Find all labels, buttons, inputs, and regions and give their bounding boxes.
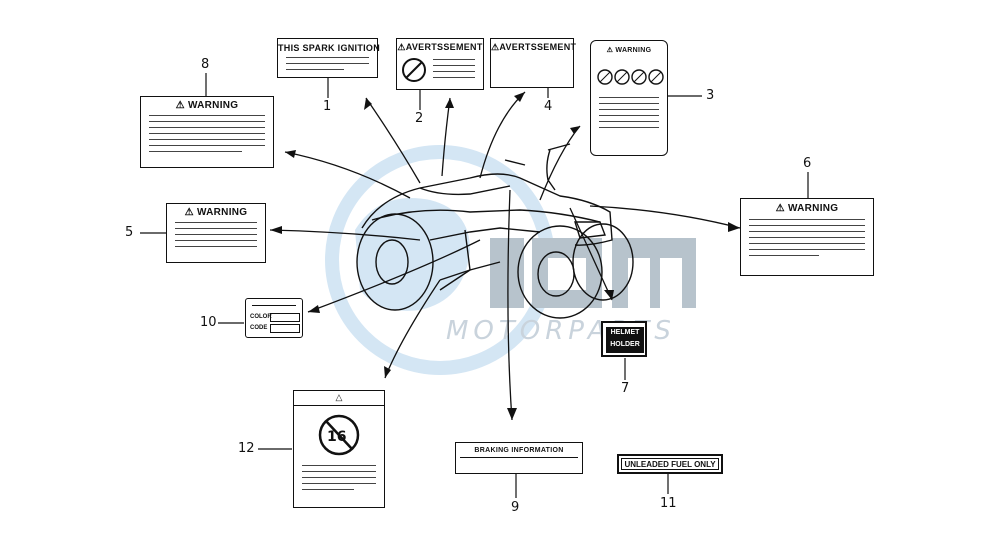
label-warning-6: ⚠ WARNING [740, 198, 874, 276]
label-warning-8: ⚠ WARNING [140, 96, 274, 168]
age-number: 16 [327, 429, 347, 445]
callout-6: 6 [803, 156, 812, 171]
callout-11: 11 [660, 496, 677, 511]
warning-symbols-icon [597, 69, 664, 85]
no-passenger-icon [402, 58, 426, 82]
callout-3: 3 [706, 88, 715, 103]
code-row-label: CODE [250, 325, 268, 331]
label-spark-title: THIS SPARK IGNITION [278, 43, 381, 53]
callout-8: 8 [201, 57, 210, 72]
callout-4: 4 [544, 99, 553, 114]
label-warn3-title: ⚠ WARNING [606, 47, 652, 54]
label-warning-5: ⚠ WARNING [166, 203, 266, 263]
callout-5: 5 [125, 225, 134, 240]
callout-12: 12 [238, 441, 255, 456]
label-spark-ignition: THIS SPARK IGNITION [277, 38, 381, 78]
label-age-warning: △ 16 [293, 390, 385, 508]
label-avertissement-symbol: ⚠AVERTSSEMENT [396, 38, 484, 90]
label-warn8-title: ⚠ WARNING [175, 100, 239, 111]
age-warning-triangle: △ [335, 392, 343, 402]
label-fuel-text: UNLEADED FUEL ONLY [621, 458, 719, 470]
callout-10: 10 [200, 315, 217, 330]
label-warning-icons: ⚠ WARNING [590, 40, 668, 156]
age-limit-icon [318, 414, 360, 456]
label-color-code: COLOR CODE [245, 298, 303, 338]
label-avertissement: ⚠AVERTSSEMENT [490, 38, 577, 88]
label-warn6-title: ⚠ WARNING [775, 203, 839, 214]
callout-1: 1 [323, 99, 332, 114]
callout-7: 7 [621, 381, 630, 396]
label-helmet-holder: HELMET HOLDER [601, 321, 647, 357]
label-avert4-title: ⚠AVERTSSEMENT [491, 42, 577, 52]
label-braking-title: BRAKING INFORMATION [474, 447, 564, 454]
label-warn5-title: ⚠ WARNING [184, 207, 248, 218]
label-unleaded-fuel: UNLEADED FUEL ONLY [617, 454, 723, 474]
callout-9: 9 [511, 500, 520, 515]
callout-2: 2 [415, 111, 424, 126]
color-row-label: COLOR [250, 314, 272, 320]
label-avert2-title: ⚠AVERTSSEMENT [397, 42, 483, 52]
label-braking-information: BRAKING INFORMATION [455, 442, 583, 474]
helmet-holder-text: HELMET HOLDER [606, 327, 644, 353]
